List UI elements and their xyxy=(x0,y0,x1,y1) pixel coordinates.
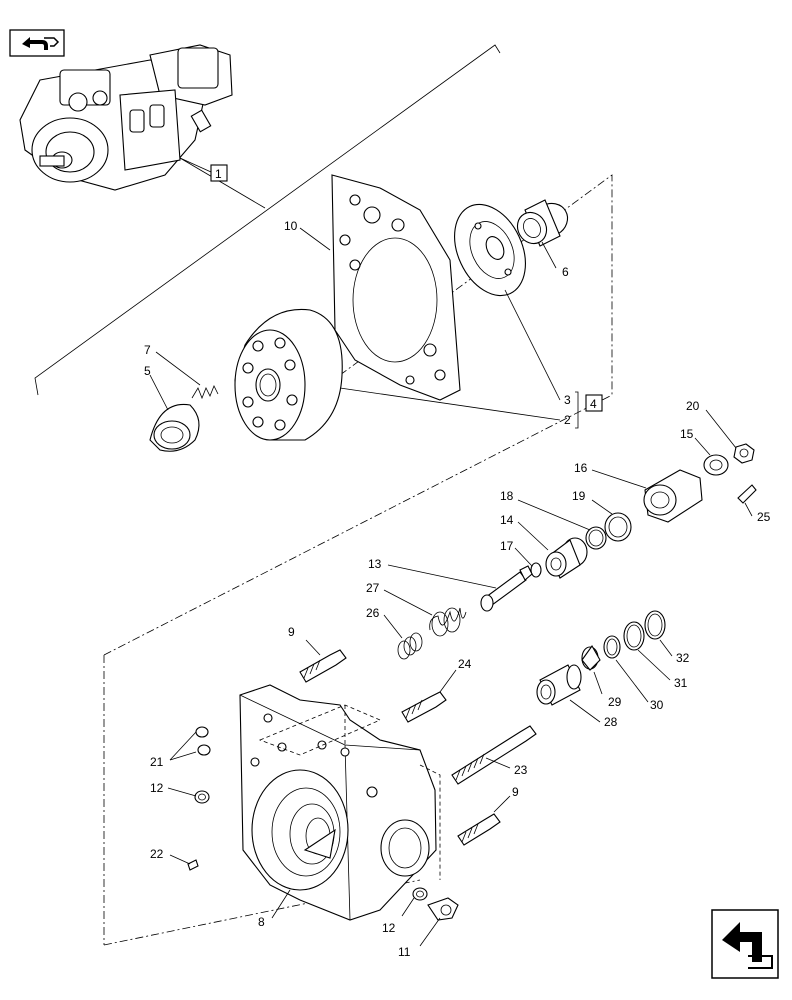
callout-22-label: 22 xyxy=(150,847,164,861)
bolt-9-lower xyxy=(457,813,501,846)
adjuster-nut-15 xyxy=(703,454,729,476)
gasket-plate-10 xyxy=(331,174,461,401)
nut-20 xyxy=(733,443,755,464)
callout-12-label-left: 12 xyxy=(150,781,164,795)
o-ring-21-lower xyxy=(197,744,211,756)
callout-32-label: 32 xyxy=(676,651,690,665)
callout-18-label: 18 xyxy=(500,489,514,503)
screw-25 xyxy=(737,484,757,504)
next-page-icon[interactable] xyxy=(711,909,779,979)
callout-16-label: 16 xyxy=(574,461,588,475)
callout-24-label: 24 xyxy=(458,657,472,671)
callout-12-label-lower: 12 xyxy=(382,921,396,935)
callout-11-label: 11 xyxy=(398,945,411,959)
callout-28-label: 28 xyxy=(604,715,618,729)
needle-bearing-5 xyxy=(149,403,200,452)
o-ring-31 xyxy=(623,621,645,651)
callout-1-label: 1 xyxy=(215,167,222,181)
bearing-6 xyxy=(516,199,569,247)
callout-2-label: 2 xyxy=(564,413,571,427)
spring-26 xyxy=(397,632,423,660)
callout-17-label: 17 xyxy=(500,539,514,553)
seal-12-left xyxy=(194,790,210,804)
callout-3-label: 3 xyxy=(564,393,571,407)
callout-4-box: 4 xyxy=(585,394,603,412)
seal-12-lower xyxy=(412,887,428,901)
callout-31-label: 31 xyxy=(674,676,688,690)
spring-27 xyxy=(429,607,467,637)
callout-30-label: 30 xyxy=(650,698,664,712)
callout-26-label: 26 xyxy=(366,606,380,620)
flange-housing-16 xyxy=(643,469,703,523)
o-ring-21-upper xyxy=(195,726,209,738)
callout-7-label: 7 xyxy=(144,343,151,357)
callout-21-label: 21 xyxy=(150,755,164,769)
bolt-24 xyxy=(401,691,447,723)
pin-22 xyxy=(187,859,199,871)
callout-9-label-lower: 9 xyxy=(512,785,519,799)
previous-page-icon[interactable] xyxy=(9,29,65,57)
pump-assembly-thumbnail xyxy=(19,44,233,191)
callout-15-label: 15 xyxy=(680,427,694,441)
callout-29-label: 29 xyxy=(608,695,622,709)
pump-housing-8 xyxy=(239,684,437,921)
callout-25-label: 25 xyxy=(757,510,771,524)
callout-20-label: 20 xyxy=(686,399,700,413)
backup-ring-29 xyxy=(581,644,601,671)
section-cut-line xyxy=(34,44,501,396)
spring-7 xyxy=(191,385,219,400)
o-ring-32 xyxy=(644,610,666,640)
callout-9-label-upper: 9 xyxy=(288,625,295,639)
sleeve-28 xyxy=(536,664,582,706)
o-ring-18 xyxy=(585,526,607,550)
callout-8-label: 8 xyxy=(258,915,265,929)
o-ring-30 xyxy=(603,635,621,659)
callout-14-label: 14 xyxy=(500,513,514,527)
callout-19-label: 19 xyxy=(572,489,586,503)
callout-10-label: 10 xyxy=(284,219,298,233)
callout-23-label: 23 xyxy=(514,763,528,777)
bolt-23 xyxy=(451,725,537,785)
plug-11 xyxy=(427,897,459,921)
snap-ring-17 xyxy=(530,562,542,578)
spool-13 xyxy=(480,565,533,612)
sleeve-14 xyxy=(545,537,588,579)
callout-4-label: 4 xyxy=(590,397,597,411)
callout-5-label: 5 xyxy=(144,364,151,378)
bolt-9-upper xyxy=(299,649,347,683)
callout-13-label: 13 xyxy=(368,557,382,571)
callout-1-box: 1 xyxy=(179,157,228,182)
callout-6-label: 6 xyxy=(562,265,569,279)
o-ring-19 xyxy=(604,512,632,542)
valve-plate-3 xyxy=(454,203,526,297)
callout-27-label: 27 xyxy=(366,581,380,595)
cylinder-block-2 xyxy=(234,308,343,441)
